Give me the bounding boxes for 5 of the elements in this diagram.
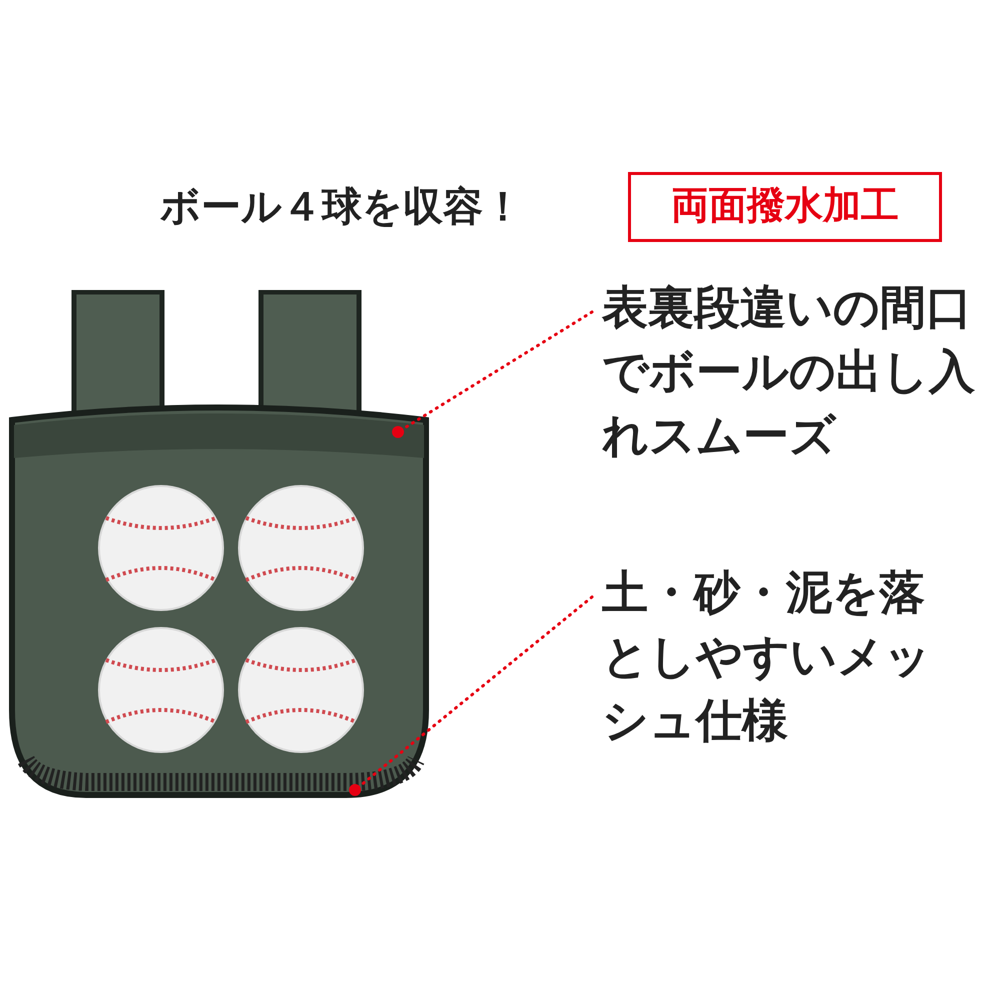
feature-text: 土・砂・泥を落としやすいメッシュ仕様	[602, 560, 932, 752]
feature-text: 表裏段違いの間口でボールの出し入れスムーズ	[602, 275, 992, 467]
heading-text: ボール４球を収容！	[160, 183, 523, 232]
leader-line	[392, 310, 594, 438]
badge-box: 両面撥水加工	[628, 172, 942, 242]
